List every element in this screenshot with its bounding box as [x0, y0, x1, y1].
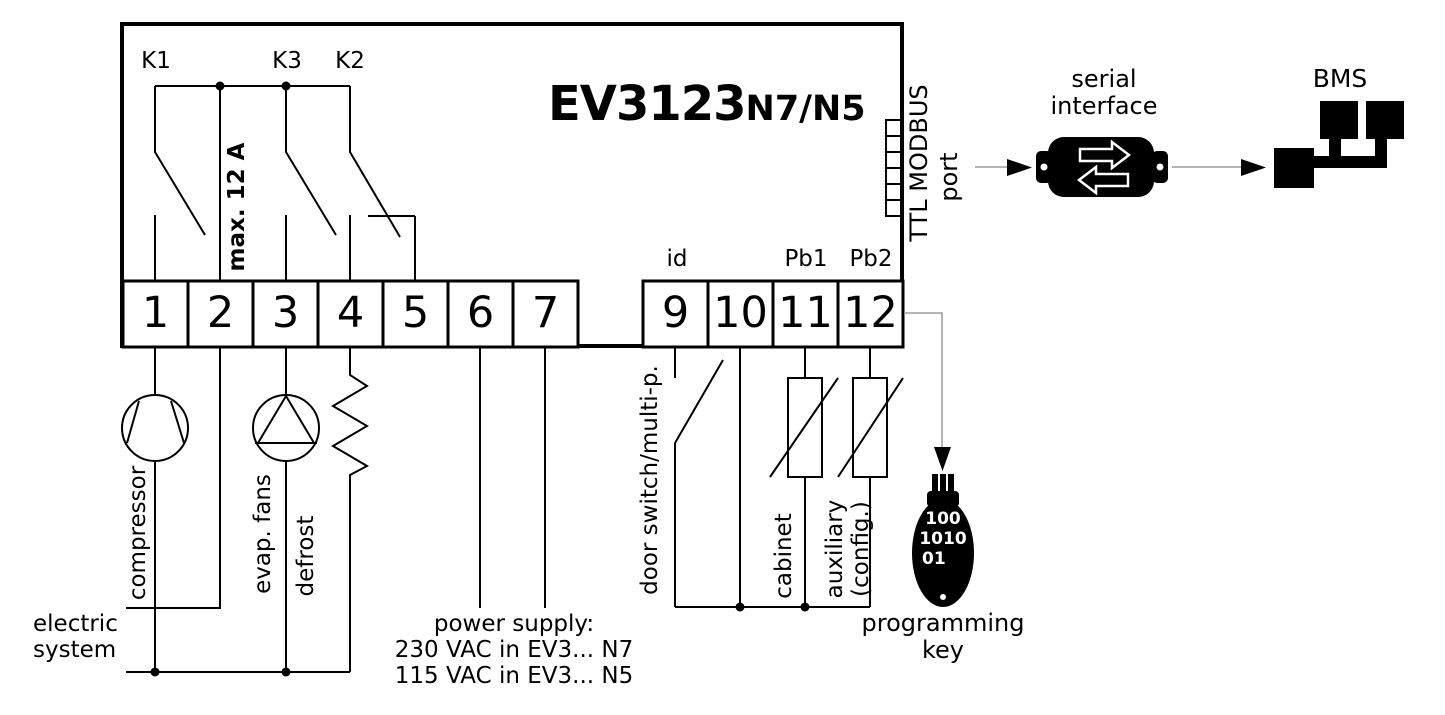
terminal2-to-electric-system — [126, 348, 221, 609]
electric-system-label: electric system — [33, 611, 118, 663]
arrow-right-icon — [1241, 159, 1266, 176]
relay-k1-contact — [154, 86, 206, 281]
compressor-label: compressor — [125, 465, 151, 601]
terminal-6: 6 — [466, 288, 495, 338]
relay-k1-label: K1 — [141, 48, 171, 74]
junction-dots-top — [215, 81, 291, 91]
junction-dots-inputs — [735, 602, 810, 612]
pb1-label: Pb1 — [784, 246, 828, 272]
cabinet-probe-label: cabinet — [771, 513, 797, 599]
load-wiring — [121, 348, 546, 673]
relay-k2-label: K2 — [335, 48, 365, 74]
terminal-12: 12 — [843, 288, 898, 338]
terminal-7: 7 — [531, 288, 560, 338]
defrost-heater-icon — [331, 348, 370, 672]
relay-k3-label: K3 — [272, 48, 302, 74]
door-switch-symbol — [674, 348, 724, 607]
defrost-label: defrost — [293, 515, 319, 597]
serial-interface-label: serial interface — [1050, 65, 1158, 120]
evap-fan-icon — [252, 394, 320, 462]
arrow-down-icon — [934, 447, 951, 471]
terminal-11: 11 — [778, 288, 833, 338]
model-variant: N7/N5 — [745, 89, 866, 129]
relay-wiring — [154, 85, 416, 281]
transfer-arrow-left-icon — [1076, 164, 1130, 196]
pb2-label: Pb2 — [849, 246, 893, 272]
junction-dots-loads — [150, 667, 291, 677]
ttl-modbus-label: TTL MODBUS — [905, 84, 933, 242]
terminal-1: 1 — [141, 288, 170, 338]
door-switch-label: door switch/multi-p. — [637, 365, 663, 595]
auxiliary-probe-label: auxiliary (config.) — [822, 499, 874, 599]
terminal12-to-key-line — [904, 312, 943, 447]
probe-pb1-symbol — [769, 348, 839, 607]
compressor-icon — [121, 394, 189, 462]
terminal-4: 4 — [336, 288, 365, 338]
id-label: id — [666, 246, 688, 272]
terminal-9: 9 — [661, 288, 690, 338]
terminal-5: 5 — [401, 288, 430, 338]
link-lines — [904, 166, 1241, 447]
power-supply-label: power supply: 230 VAC in EV3... N7 115 V… — [394, 611, 634, 689]
transfer-arrow-right-icon — [1078, 139, 1132, 171]
terminal-strip — [121, 279, 905, 349]
terminal-3: 3 — [271, 288, 300, 338]
max-current-label: max. 12 A — [224, 142, 250, 272]
model-name: EV3123 — [548, 76, 747, 132]
programming-key-label: programming key — [861, 609, 1025, 664]
evap-fans-label: evap. fans — [250, 474, 276, 594]
serial-interface-icon — [1036, 137, 1168, 197]
terminal-2: 2 — [206, 288, 235, 338]
input-wiring — [674, 348, 904, 608]
ttl-connector-icon — [885, 119, 903, 217]
bms-label: BMS — [1312, 64, 1368, 93]
link-arrowheads — [934, 159, 1266, 471]
terminal-10: 10 — [713, 288, 768, 338]
programming-key-code: 100 1010 01 — [919, 509, 967, 569]
power-supply-wires — [479, 348, 546, 608]
probe-pb2-symbol — [837, 348, 904, 607]
bms-icon — [1274, 101, 1404, 188]
port-label: port — [935, 152, 963, 202]
programming-key-icon — [912, 474, 974, 607]
relay-k2-contact — [349, 86, 416, 281]
relay-k3-contact — [285, 86, 337, 281]
arrow-right-icon — [1007, 159, 1032, 176]
